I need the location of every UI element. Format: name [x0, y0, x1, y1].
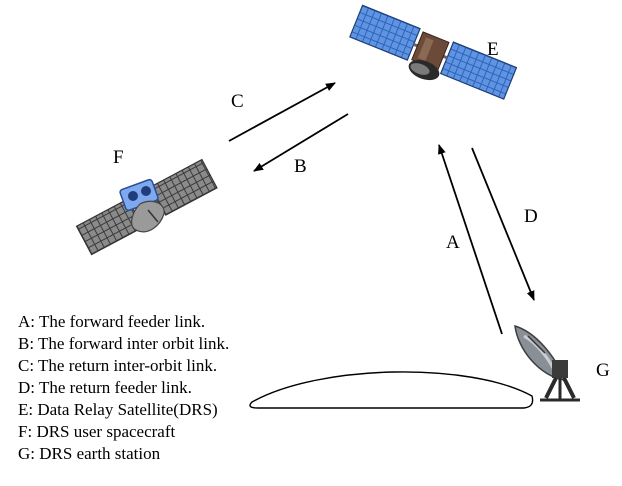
link-b-arrow [253, 113, 349, 172]
legend-item-g: G: DRS earth station [18, 444, 161, 463]
earth-surface [249, 371, 534, 409]
user-spacecraft-icon [75, 158, 218, 256]
relay-satellite-icon [349, 4, 518, 100]
label-g: G [596, 360, 610, 381]
legend-item-c: C: The return inter-orbit link. [18, 356, 218, 375]
link-c-arrow [228, 82, 336, 142]
legend-item-d: D: The return feeder link. [18, 378, 192, 397]
legend-item-b: B: The forward inter orbit link. [18, 334, 230, 353]
label-f: F [113, 147, 124, 168]
label-b: B [294, 156, 307, 177]
link-d-arrow [471, 147, 535, 301]
legend-item-e: E: Data Relay Satellite(DRS) [18, 400, 218, 419]
label-e: E [487, 39, 499, 60]
legend: A: The forward feeder link. B: The forwa… [18, 311, 358, 465]
label-c: C [231, 91, 244, 112]
legend-item-f: F: DRS user spacecraft [18, 422, 176, 441]
satellite-dish-icon [514, 324, 580, 402]
label-d: D [524, 206, 538, 227]
link-a-arrow [438, 144, 503, 335]
label-a: A [446, 232, 460, 253]
legend-item-a: A: The forward feeder link. [18, 312, 206, 331]
